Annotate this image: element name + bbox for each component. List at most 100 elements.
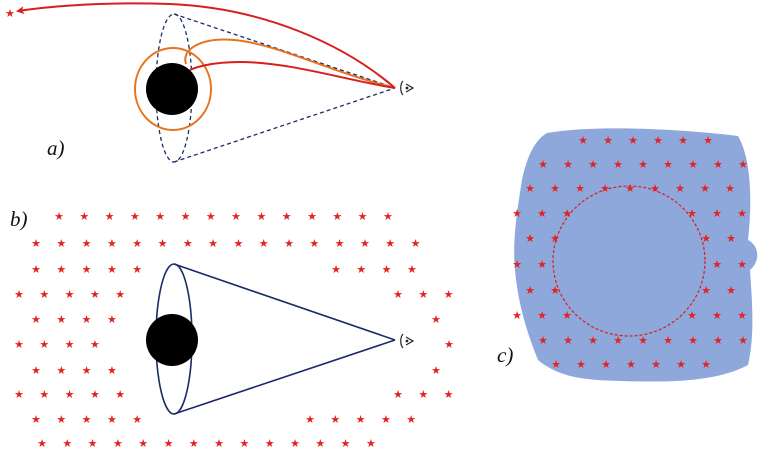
star-icon: ★	[726, 232, 736, 245]
star-icon: ★	[725, 182, 735, 195]
star-icon: ★	[444, 288, 454, 301]
star-icon: ★	[687, 207, 697, 220]
star-icon: ★	[713, 158, 723, 171]
star-icon: ★	[90, 388, 100, 401]
star-icon: ★	[651, 358, 661, 371]
star-icon: ★	[39, 388, 49, 401]
star-icon: ★	[538, 158, 548, 171]
star-icon: ★	[701, 284, 711, 297]
star-icon: ★	[305, 413, 315, 426]
star-icon: ★	[132, 237, 142, 250]
star-icon: ★	[663, 334, 673, 347]
panel-c-label: c)	[497, 343, 513, 367]
star-icon: ★	[82, 413, 92, 426]
star-icon: ★	[628, 134, 638, 147]
star-icon: ★	[155, 210, 165, 223]
star-icon: ★	[431, 313, 441, 326]
star-icon: ★	[259, 237, 269, 250]
observer-eye-icon	[400, 80, 415, 96]
star-icon: ★	[105, 210, 115, 223]
panel-a-label: a)	[47, 136, 65, 160]
panel-a: ★ a)	[5, 2, 415, 163]
panel-c: ★★★★★★★★★★★★★★★★★★★★★★★★★★★★★★★★★★★★★★★★…	[497, 128, 758, 382]
star-icon: ★	[65, 288, 75, 301]
star-icon: ★	[406, 413, 416, 426]
star-icon: ★	[282, 210, 292, 223]
star-icon: ★	[712, 309, 722, 322]
star-icon: ★	[700, 182, 710, 195]
star-icon: ★	[418, 288, 428, 301]
star-icon: ★	[231, 210, 241, 223]
star-icon: ★	[550, 232, 560, 245]
star-icon: ★	[31, 364, 41, 377]
star-icon: ★	[31, 313, 41, 326]
star-icon: ★	[309, 237, 319, 250]
star-icon: ★	[115, 288, 125, 301]
star-icon: ★	[712, 258, 722, 271]
star-icon: ★	[703, 134, 713, 147]
star-icon: ★	[701, 358, 711, 371]
star-icon: ★	[418, 388, 428, 401]
panel-b: ★★★★★★★★★★★★★★★★★★★★★★★★★★★★★★★★★★★★★★★★…	[10, 207, 454, 450]
star-icon: ★	[381, 413, 391, 426]
star-icon: ★	[214, 437, 224, 450]
star-icon: ★	[638, 158, 648, 171]
star-icon: ★	[737, 207, 747, 220]
star-icon: ★	[315, 437, 325, 450]
panel-c-star-field: ★★★★★★★★★★★★★★★★★★★★★★★★★★★★★★★★★★★★★★★★…	[512, 134, 748, 371]
star-icon: ★	[512, 207, 522, 220]
star-icon: ★	[726, 284, 736, 297]
star-icon: ★	[14, 288, 24, 301]
star-icon: ★	[107, 413, 117, 426]
star-icon: ★	[39, 288, 49, 301]
star-icon: ★	[82, 364, 92, 377]
star-icon: ★	[676, 358, 686, 371]
star-icon: ★	[525, 232, 535, 245]
star-icon: ★	[431, 364, 441, 377]
star-icon: ★	[290, 437, 300, 450]
star-icon: ★	[578, 134, 588, 147]
star-icon: ★	[14, 388, 24, 401]
star-icon: ★	[407, 263, 417, 276]
star-icon: ★	[39, 338, 49, 351]
star-icon: ★	[138, 437, 148, 450]
star-icon: ★	[331, 263, 341, 276]
star-icon: ★	[678, 134, 688, 147]
panel-b-cone-edge-bottom	[173, 339, 396, 415]
star-icon: ★	[613, 158, 623, 171]
star-icon: ★	[132, 263, 142, 276]
star-icon: ★	[393, 388, 403, 401]
star-icon: ★	[65, 338, 75, 351]
panel-b-star-field: ★★★★★★★★★★★★★★★★★★★★★★★★★★★★★★★★★★★★★★★★…	[14, 210, 454, 450]
star-icon: ★	[663, 158, 673, 171]
star-icon: ★	[56, 413, 66, 426]
star-icon: ★	[737, 309, 747, 322]
star-icon: ★	[588, 158, 598, 171]
star-icon: ★	[382, 263, 392, 276]
star-icon: ★	[366, 437, 376, 450]
photon-orbit-ray	[184, 38, 396, 89]
sky-patch	[514, 128, 758, 382]
grazing-light-ray	[189, 60, 396, 89]
star-icon: ★	[550, 284, 560, 297]
star-icon: ★	[625, 182, 635, 195]
star-icon: ★	[525, 284, 535, 297]
star-icon: ★	[603, 134, 613, 147]
star-icon: ★	[383, 210, 393, 223]
star-icon: ★	[31, 237, 41, 250]
star-icon: ★	[675, 182, 685, 195]
star-icon: ★	[444, 338, 454, 351]
star-icon: ★	[65, 388, 75, 401]
star-icon: ★	[31, 413, 41, 426]
star-icon: ★	[14, 338, 24, 351]
star-icon: ★	[385, 237, 395, 250]
star-icon: ★	[653, 134, 663, 147]
star-icon: ★	[600, 182, 610, 195]
star-icon: ★	[512, 309, 522, 322]
star-icon: ★	[738, 158, 748, 171]
star-icon: ★	[284, 237, 294, 250]
panel-b-black-hole	[146, 314, 198, 366]
star-icon: ★	[330, 413, 340, 426]
star-icon: ★	[688, 334, 698, 347]
